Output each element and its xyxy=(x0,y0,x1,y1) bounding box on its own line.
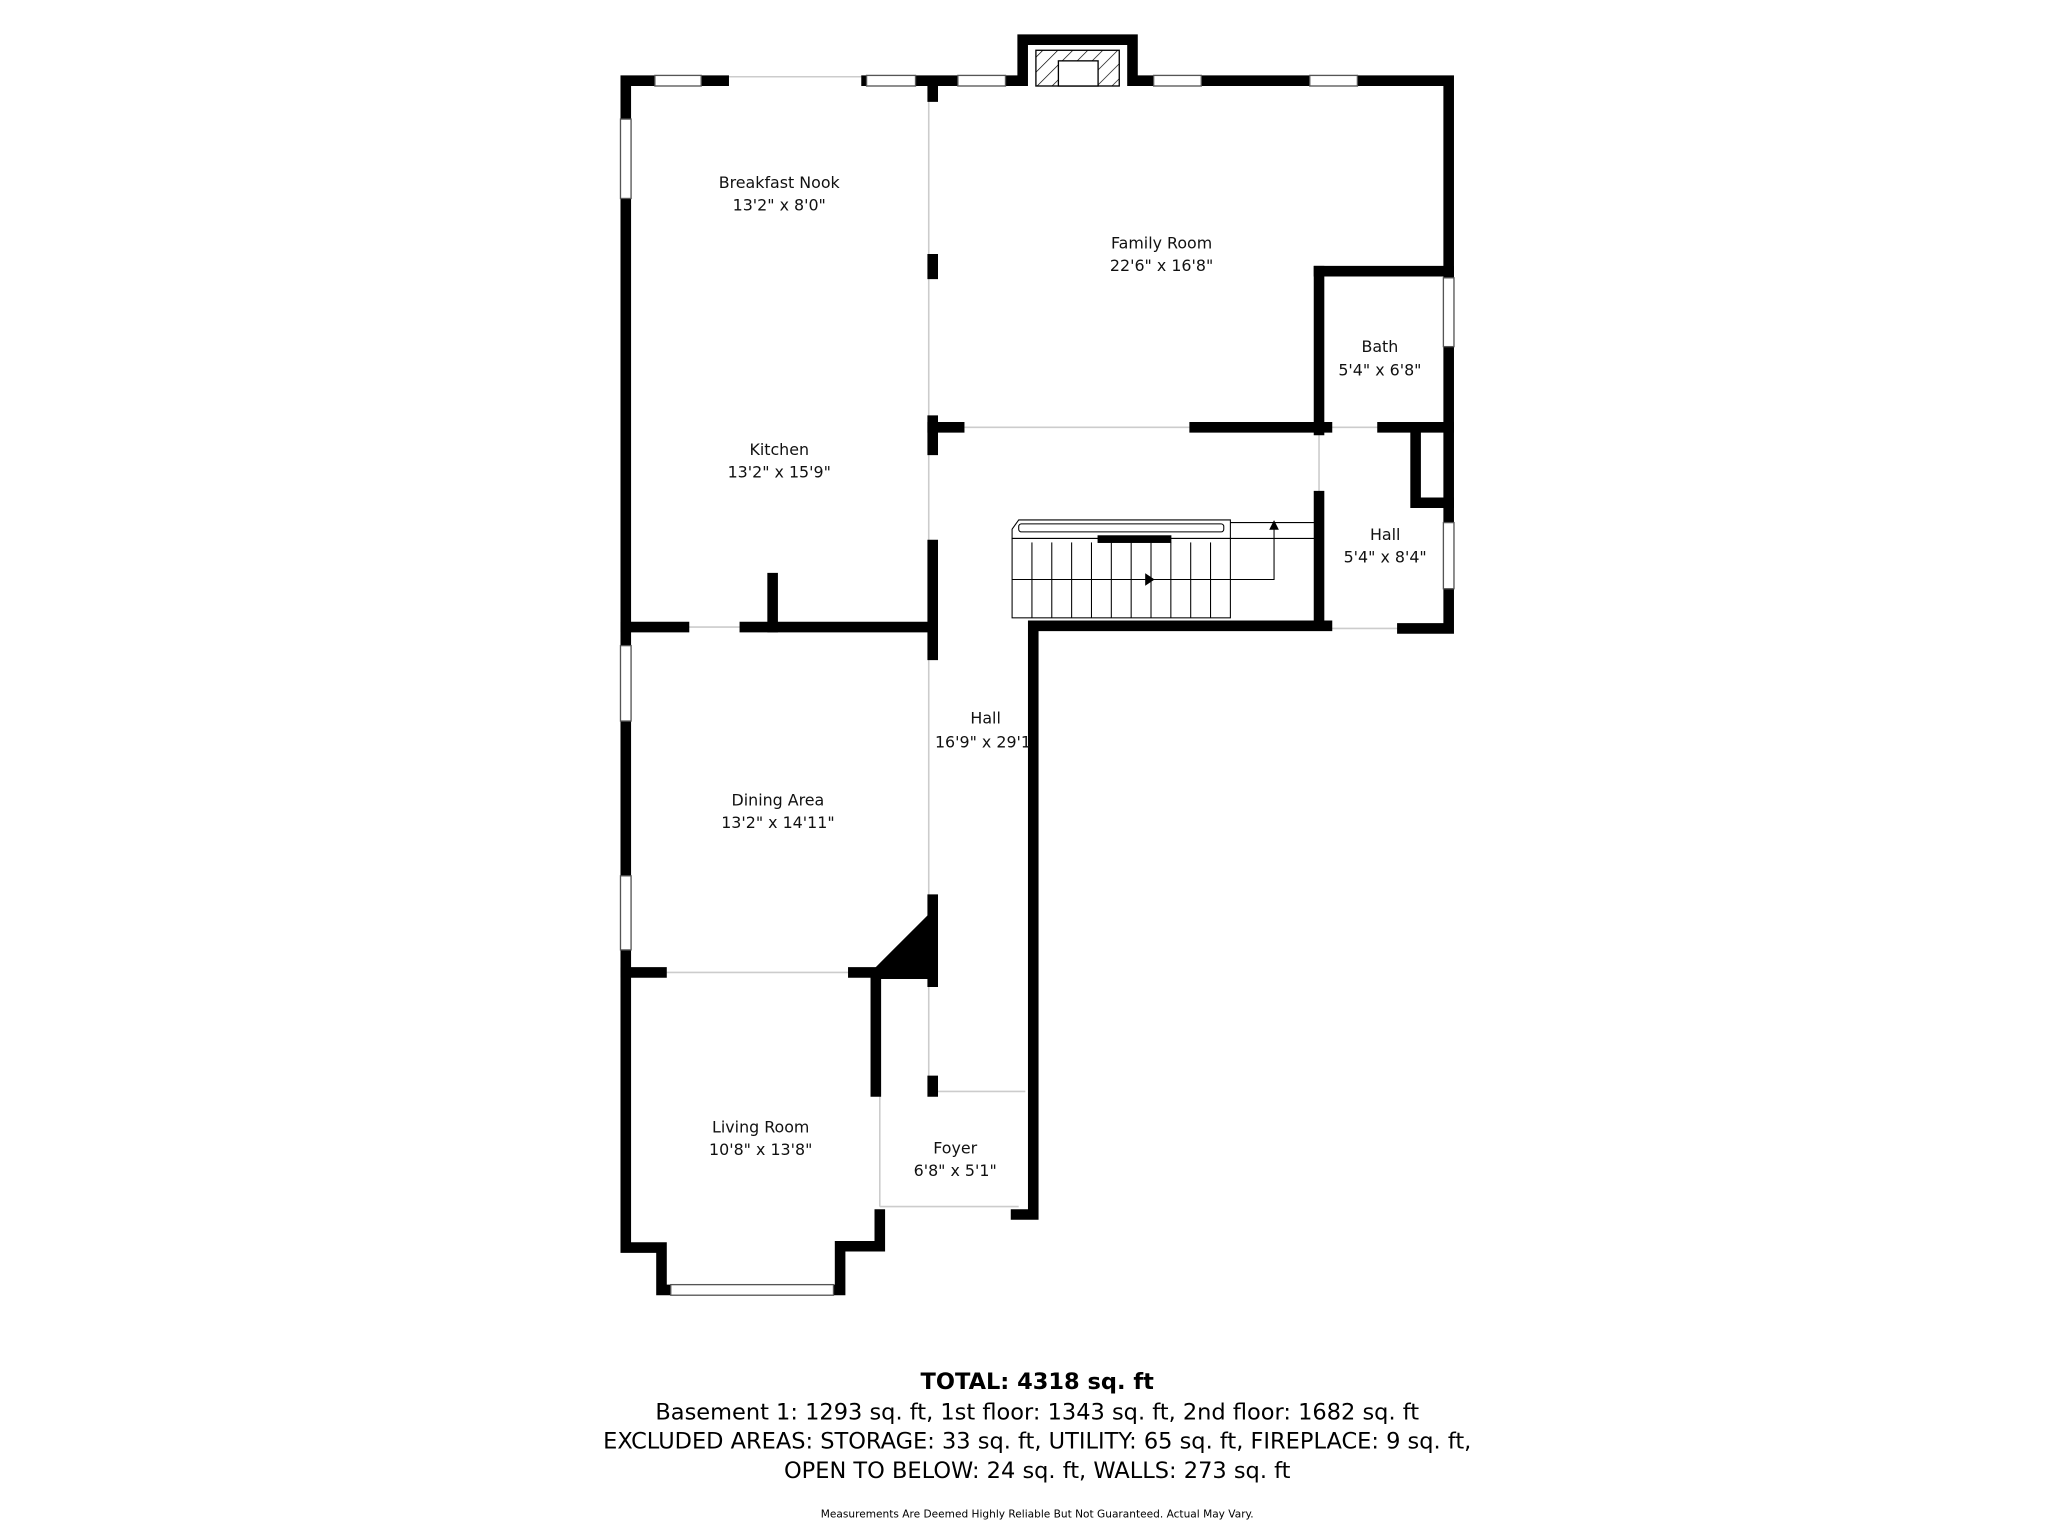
room-size: 10'8" x 13'8" xyxy=(709,1140,812,1159)
walls xyxy=(620,34,1454,1296)
room-name: Hall xyxy=(1370,525,1400,544)
room-name: Dining Area xyxy=(732,791,825,810)
room-name: Kitchen xyxy=(749,440,809,459)
room-name: Living Room xyxy=(712,1117,809,1136)
total-area: TOTAL: 4318 sq. ft xyxy=(921,1369,1155,1395)
area-summary: TOTAL: 4318 sq. ft Basement 1: 1293 sq. … xyxy=(603,1369,1471,1520)
room-size: 5'4" x 8'4" xyxy=(1344,547,1427,566)
room-size: 6'8" x 5'1" xyxy=(914,1161,997,1180)
windows xyxy=(619,74,1455,1296)
room-size: 13'2" x 15'9" xyxy=(728,463,831,482)
room-name: Foyer xyxy=(933,1139,977,1158)
room-name: Bath xyxy=(1361,337,1398,356)
room-name: Family Room xyxy=(1111,234,1212,253)
floor-areas: Basement 1: 1293 sq. ft, 1st floor: 1343… xyxy=(655,1400,1419,1426)
disclaimer: Measurements Are Deemed Highly Reliable … xyxy=(821,1508,1254,1520)
fireplace xyxy=(1035,49,1120,87)
excluded-areas-line-1: EXCLUDED AREAS: STORAGE: 33 sq. ft, UTIL… xyxy=(603,1429,1471,1455)
room-size: 16'9" x 29'1 xyxy=(935,732,1031,751)
excluded-areas-line-2: OPEN TO BELOW: 24 sq. ft, WALLS: 273 sq.… xyxy=(784,1458,1291,1484)
room-name: Hall xyxy=(970,709,1000,728)
room-size: 5'4" x 6'8" xyxy=(1338,361,1421,380)
room-name: Breakfast Nook xyxy=(719,173,841,192)
room-size: 13'2" x 14'11" xyxy=(721,813,834,832)
room-size: 13'2" x 8'0" xyxy=(733,195,826,214)
staircase xyxy=(1011,519,1317,619)
room-size: 22'6" x 16'8" xyxy=(1110,256,1213,275)
room-labels: Breakfast Nook 13'2" x 8'0" Family Room … xyxy=(709,173,1427,1180)
